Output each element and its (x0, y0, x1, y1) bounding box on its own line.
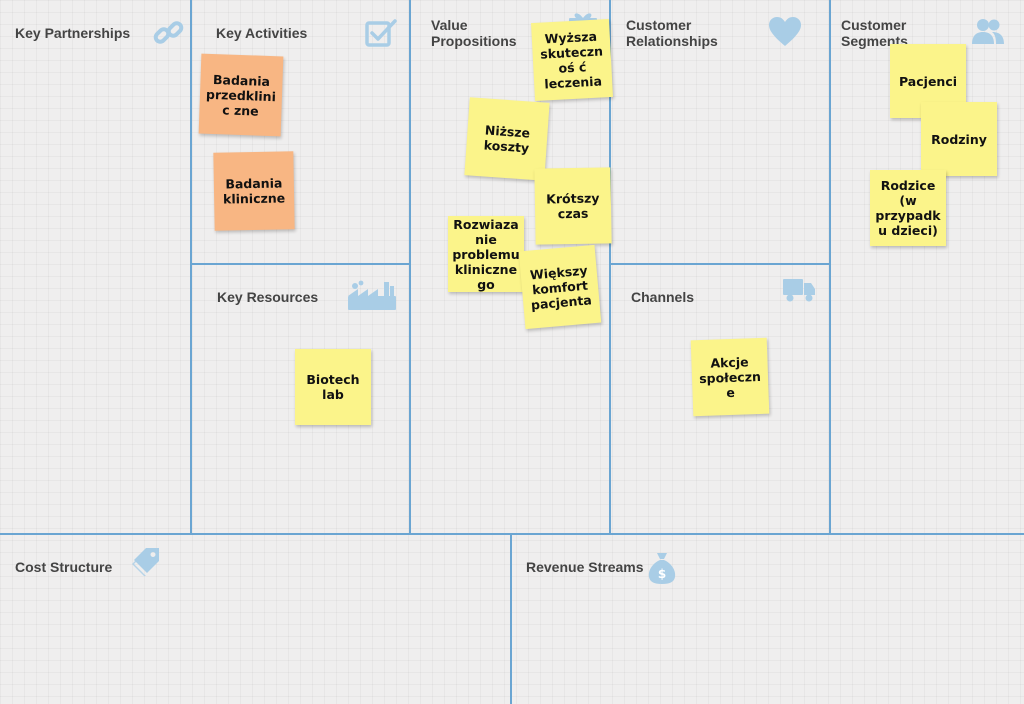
customer-relationships-title-line2: Relationships (626, 33, 718, 49)
value-propositions-title-line1: Value (431, 17, 468, 33)
sticky-note-rozwiazanie-problemu[interactable]: Rozwiaza nie problemu klinicznego (448, 216, 524, 292)
sticky-note-badania-przedkliniczne[interactable]: Badania przedklinic zne (198, 53, 284, 137)
link-icon (152, 16, 186, 50)
divider-activities-value (409, 0, 411, 535)
sticky-note-badania-kliniczne[interactable]: Badania kliniczne (213, 151, 295, 231)
key-partnerships-title: Key Partnerships (15, 25, 131, 41)
sticky-note-akcje-spoleczne[interactable]: Akcje społeczne (690, 337, 770, 417)
tag-icon (130, 544, 164, 578)
value-propositions-title: Value Propositions (431, 17, 517, 49)
svg-text:$: $ (658, 567, 666, 581)
cost-structure-title: Cost Structure (15, 559, 113, 575)
sticky-note-rodziny[interactable]: Rodziny (921, 102, 997, 176)
revenue-streams-title: Revenue Streams (526, 559, 644, 575)
sticky-note-rodzice[interactable]: Rodzice (w przypadku dzieci) (870, 170, 946, 246)
factory-icon (346, 278, 398, 312)
checkbox-icon (364, 16, 398, 50)
customer-relationships-title-line1: Customer (626, 17, 692, 33)
key-resources-title: Key Resources (217, 289, 319, 305)
sticky-note-biotech-lab[interactable]: Biotech lab (295, 349, 371, 425)
channels-title: Channels (631, 289, 695, 305)
value-propositions-title-line2: Propositions (431, 33, 517, 49)
sticky-note-wyzsza-skutecznosc[interactable]: Wyższa skutecznoś ć leczenia (531, 19, 613, 101)
sticky-note-wiekszy-komfort[interactable]: Większy komfort pacjenta (518, 244, 602, 330)
divider-activities-resources (190, 263, 411, 265)
customer-relationships-title: Customer Relationships (626, 17, 718, 49)
divider-relationships-channels (609, 263, 831, 265)
divider-cost-revenue (510, 535, 512, 704)
key-activities-title: Key Activities (216, 25, 308, 41)
divider-relationships-segments (829, 0, 831, 535)
truck-icon (782, 272, 816, 306)
heart-icon (768, 15, 802, 49)
money-bag-icon: $ (645, 551, 679, 585)
sticky-note-krotszy-czas[interactable]: Krótszy czas (534, 167, 612, 245)
divider-partnerships-activities (190, 0, 192, 535)
divider-bottom-row (0, 533, 1024, 535)
users-icon (971, 14, 1005, 48)
customer-segments-title-line1: Customer (841, 17, 907, 33)
divider-value-relationships (609, 0, 611, 535)
